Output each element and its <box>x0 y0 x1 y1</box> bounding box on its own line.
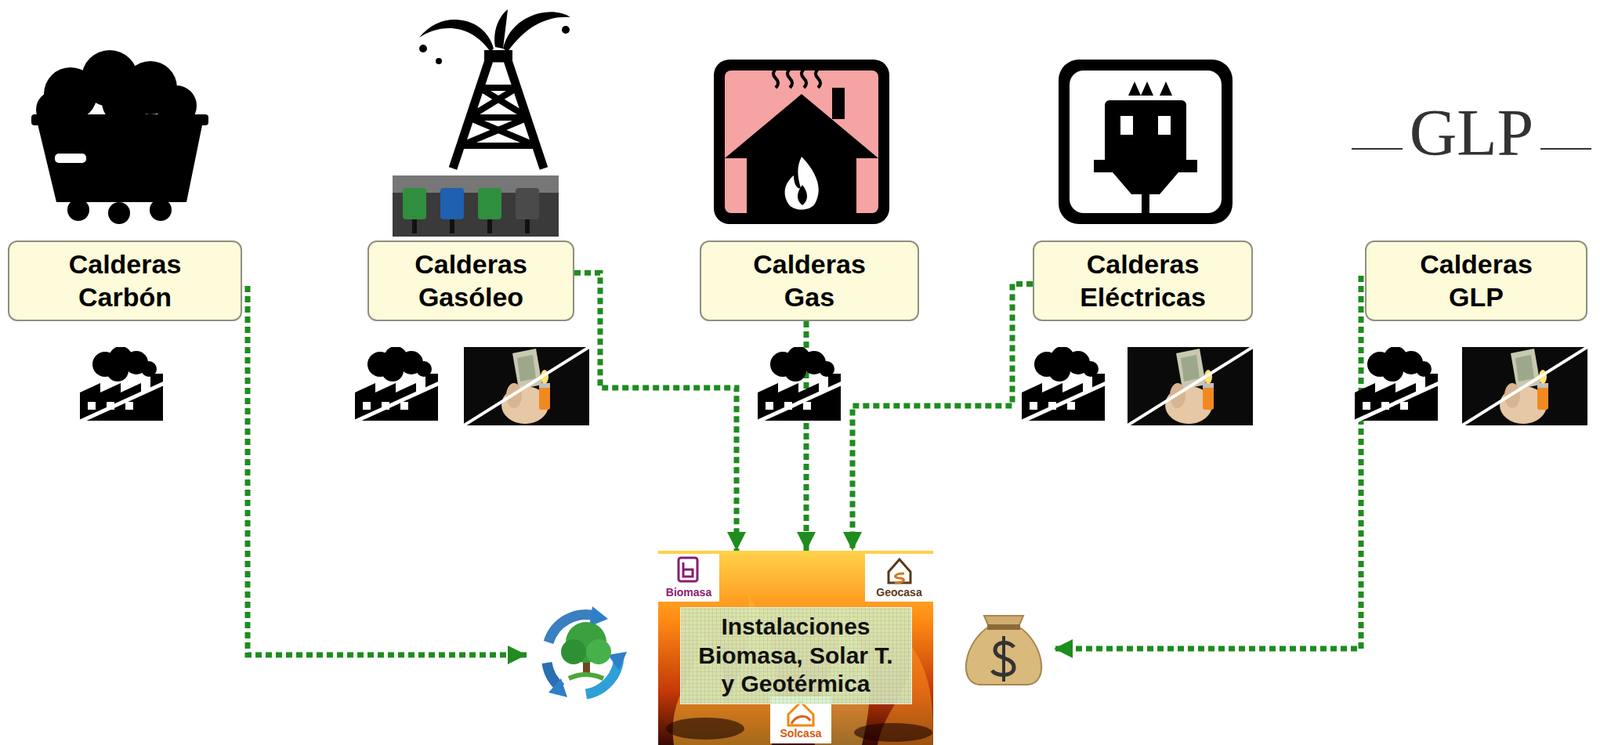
logo-text: Solcasa <box>770 727 832 740</box>
dashed-arrow <box>852 284 1033 551</box>
logo-text: Geocasa <box>865 586 934 599</box>
fire-photo <box>658 550 934 745</box>
boiler-box: Calderas GLP <box>1364 240 1588 322</box>
panel-text: Instalaciones Biomasa, Solar T. y Geotér… <box>680 607 913 705</box>
coal-cart-icon <box>31 50 209 225</box>
box-text: Calderas Gasóleo <box>414 248 528 314</box>
renewable-panel: Instalaciones Biomasa, Solar T. y Geotér… <box>658 550 934 745</box>
logo-text: Biomasa <box>658 586 720 599</box>
company-logo <box>658 553 934 744</box>
box-text: Calderas Carbón <box>68 248 182 314</box>
fuel-pump-photo <box>392 175 559 237</box>
gas-heating-icon <box>713 59 890 225</box>
recycle-tree-icon <box>546 606 627 698</box>
boiler-box: Calderas Eléctricas <box>1032 240 1253 322</box>
money-bag-icon <box>966 615 1042 685</box>
boiler-box: Calderas Carbón <box>7 240 243 322</box>
burning-money-photo <box>463 347 1588 426</box>
boiler-box: Calderas Gasóleo <box>367 240 575 322</box>
box-text: Calderas GLP <box>1419 248 1533 314</box>
electric-plug-icon <box>1058 59 1233 225</box>
oil-derrick-icon <box>419 9 571 169</box>
box-text: Calderas Eléctricas <box>1079 248 1206 314</box>
box-text: Calderas Gas <box>752 248 866 314</box>
boiler-box: Calderas Gas <box>699 240 920 322</box>
logo-text: GLP <box>1351 100 1592 167</box>
